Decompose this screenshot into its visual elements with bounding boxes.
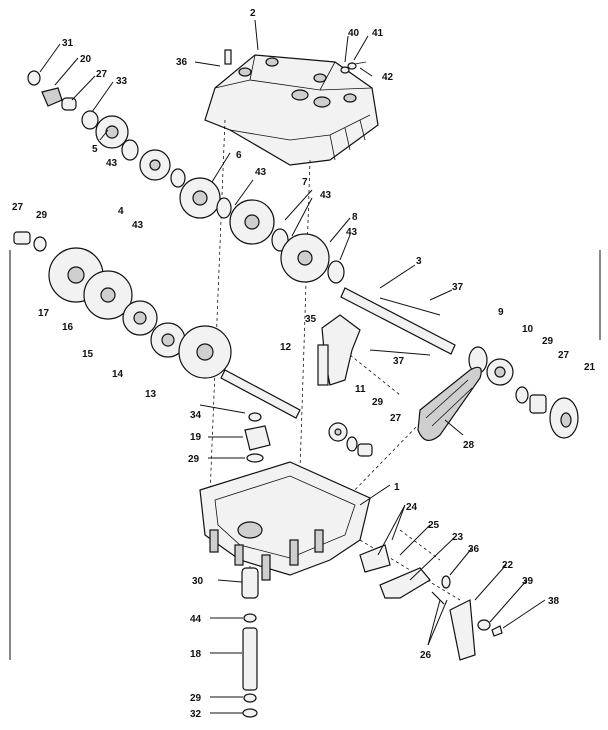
callout-9: 9 [498,307,504,318]
middle-gear-stack [179,177,345,284]
drive-chain [417,366,482,441]
callout-18: 18 [190,649,202,660]
callout-27-mid: 27 [390,413,402,424]
callout-14: 14 [112,369,124,380]
callout-30: 30 [192,576,204,587]
callout-3: 3 [416,256,422,267]
shafts [220,287,456,419]
callout-43d: 43 [320,190,332,201]
callout-8: 8 [352,212,358,223]
top-fasteners [224,49,367,74]
callout-29-low: 29 [188,454,200,465]
callout-23: 23 [452,532,464,543]
callout-31: 31 [62,38,74,49]
callout-43b: 43 [132,220,144,231]
callout-11: 11 [355,384,366,395]
callout-38: 38 [548,596,560,607]
housing-cover [204,54,379,166]
callout-19: 19 [190,432,202,443]
callout-36-low: 36 [468,544,480,555]
callout-labels: 2 31 20 27 33 36 40 41 42 5 43 4 43 6 43… [12,8,596,720]
callout-29-left: 29 [36,210,48,221]
callout-15: 15 [82,349,94,360]
callout-42: 42 [382,72,394,83]
callout-26: 26 [420,650,432,661]
callout-40: 40 [348,28,360,39]
callout-41: 41 [372,28,384,39]
callout-13: 13 [145,389,157,400]
leader-lines [39,19,546,714]
callout-43a: 43 [106,158,118,169]
callout-37a: 37 [452,282,464,293]
center-small-parts [244,412,373,463]
right-sprocket-parts [468,346,579,439]
callout-43e: 43 [346,227,358,238]
callout-25: 25 [428,520,440,531]
callout-21: 21 [584,362,596,373]
callout-44: 44 [190,614,202,625]
callout-36: 36 [176,57,188,68]
callout-27-left: 27 [12,202,24,213]
callout-43c: 43 [255,167,267,178]
callout-2: 2 [250,8,256,19]
callout-24: 24 [406,502,418,513]
callout-39: 39 [522,576,534,587]
callout-17: 17 [38,308,50,319]
gear-case [199,461,371,581]
callout-1: 1 [394,482,400,493]
callout-27: 27 [96,69,108,80]
upper-left-parts [27,70,186,188]
callout-34: 34 [190,410,202,421]
callout-22: 22 [502,560,514,571]
callout-33: 33 [116,76,128,87]
callout-37b: 37 [393,356,405,367]
callout-16: 16 [62,322,74,333]
callout-7: 7 [302,177,308,188]
vertical-shaft-parts [241,567,259,718]
callout-5: 5 [92,144,98,155]
callout-35: 35 [305,314,317,325]
callout-12: 12 [280,342,292,353]
callout-10: 10 [522,324,534,335]
callout-28: 28 [463,440,475,451]
callout-20: 20 [80,54,92,65]
callout-4: 4 [118,206,124,217]
callout-27-right: 27 [558,350,570,361]
callout-29-bottom: 29 [190,693,202,704]
callout-32: 32 [190,709,202,720]
bracket-parts [359,544,503,661]
callout-29-mid: 29 [372,397,384,408]
shift-arm [317,314,361,386]
callout-6: 6 [236,150,242,161]
callout-29-right: 29 [542,336,554,347]
left-gear-stack [13,231,232,379]
